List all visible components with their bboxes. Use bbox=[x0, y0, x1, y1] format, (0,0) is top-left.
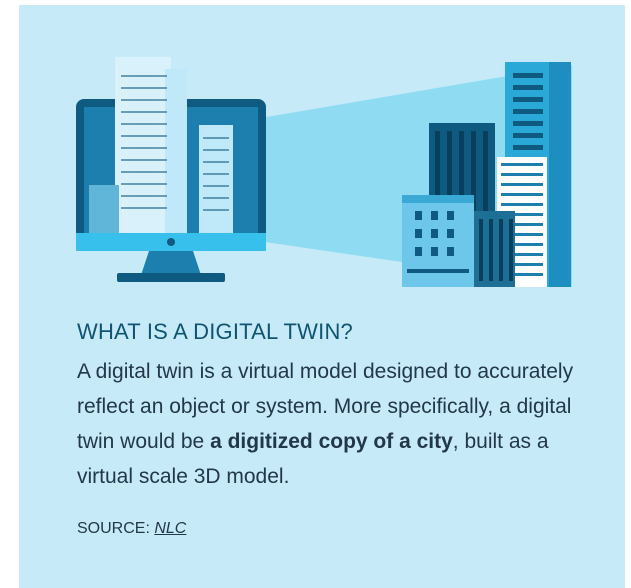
body-intro: A digital twin is a virtual model design… bbox=[77, 360, 574, 453]
info-card: WHAT IS A DIGITAL TWIN? A digital twin i… bbox=[19, 5, 625, 588]
digital-twin-illustration bbox=[76, 57, 572, 287]
source-line: SOURCE: NLC bbox=[77, 520, 186, 538]
digital-city-icon bbox=[89, 57, 233, 233]
card-heading: WHAT IS A DIGITAL TWIN? bbox=[77, 319, 353, 344]
city-buildings-icon bbox=[402, 62, 571, 287]
body-outro: , built as a virtual scale 3D model. bbox=[77, 430, 549, 488]
source-label: SOURCE: bbox=[77, 520, 155, 537]
card-body: A digital twin is a virtual model design… bbox=[77, 354, 597, 494]
body-emphasis: a digitized copy of a city bbox=[210, 430, 453, 453]
source-link[interactable]: NLC bbox=[154, 520, 187, 537]
